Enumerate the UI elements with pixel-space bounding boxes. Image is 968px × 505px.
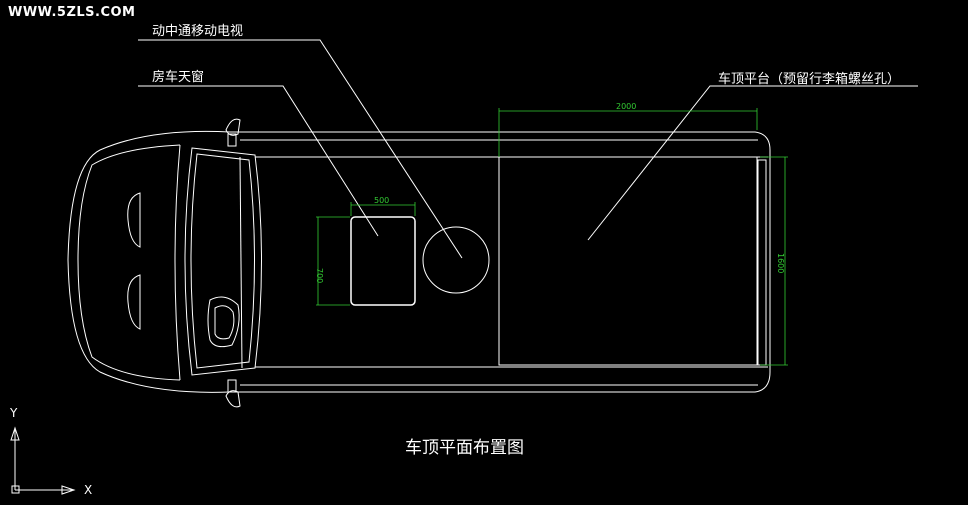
leader-platform [587,85,918,241]
van-hood [67,130,231,393]
callout-tv: 动中通移动电视 [152,24,244,39]
dim-skylight-height-line [316,216,350,306]
windshield-inner [190,153,255,369]
dash-element [207,296,240,348]
hood-vent-lower [127,274,141,330]
dim-skylight-width-line [350,202,416,216]
roof-platform [498,156,758,366]
axis-x-label: X [84,483,92,497]
hood-divider [174,144,181,381]
drawing-title: 车顶平面布置图 [405,438,524,458]
dim-platform-width-line [760,156,788,366]
windshield [184,147,262,376]
leader-skylight [138,85,379,237]
dim-skylight-width: 500 [374,196,389,205]
rear-bumper [757,159,767,366]
mirror-bottom-arm [227,379,237,393]
dim-platform-width: 1600 [776,253,785,273]
dim-platform-length-line [498,108,758,157]
site-watermark: WWW.5ZLS.COM [8,5,136,20]
skylight [350,216,416,306]
hood-vent-upper [127,192,141,248]
dim-skylight-height: 700 [315,268,324,283]
cab-line [239,156,243,369]
van-hood-inner [77,144,181,381]
axis-y-label: Y [9,406,18,420]
callout-platform: 车顶平台（预留行李箱螺丝孔） [718,72,901,87]
mirror-top [225,118,241,136]
van-body-outline [230,131,771,393]
tv-dome [422,226,490,294]
leader-tv [138,39,463,259]
dash-element-inner [214,305,235,340]
ucs-axis-icon [10,426,76,495]
mirror-top-arm [227,133,237,147]
callout-skylight: 房车天窗 [152,70,205,85]
mirror-bottom [225,390,241,408]
dim-platform-length: 2000 [616,102,636,111]
